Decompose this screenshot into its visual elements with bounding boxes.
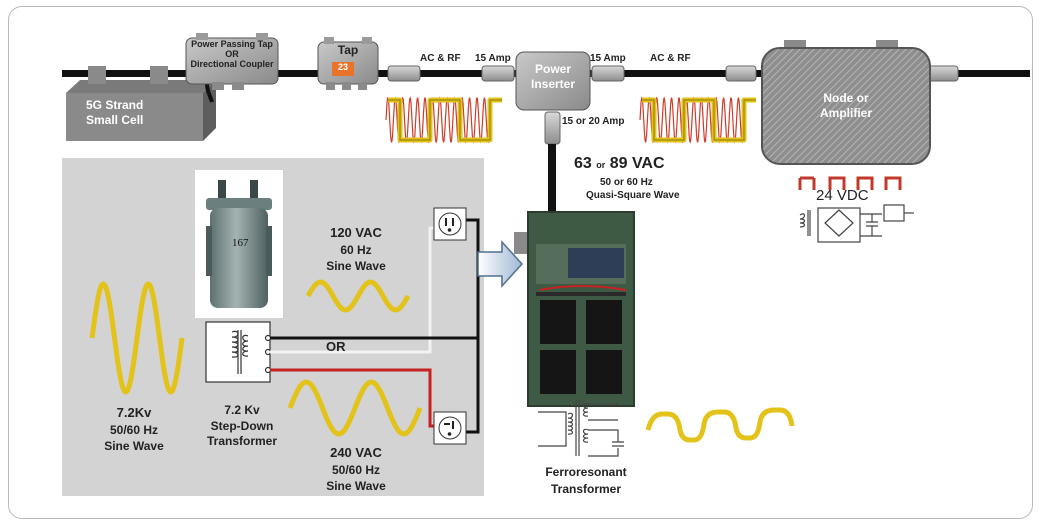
coupler-device [185,33,279,90]
stepdown-label: 7.2 Kv Step-Down Transformer [206,403,278,449]
ferro-label: Ferroresonant Transformer [545,465,627,496]
v240-label: 240 VAC 50/60 Hz Sine Wave [326,445,386,494]
v120-label: 120 VAC 60 Hz Sine Wave [326,225,386,274]
tap-value: 23 [337,62,348,72]
amp-right: 15 Amp [590,53,626,64]
arrow-to-cabinet [477,240,524,288]
stepdown-symbol [205,321,272,383]
small-cell-box [66,66,216,141]
coupler-label: Power Passing Tap OR Directional Coupler [190,39,274,69]
vdc-bracket [798,176,902,190]
vdc-label: 24 VDC [816,187,869,204]
transformer-number: 167 [232,237,249,249]
ac-rf-left: AC & RF [420,53,461,64]
node-label: Node or Amplifier [819,91,872,120]
outlet-120v [433,207,467,241]
power-supply-cabinet [514,211,635,407]
quasi-square-wave [645,407,795,443]
connectors [387,65,959,145]
ferroresonant-schematic [538,400,624,457]
vac-wave: Quasi-Square Wave [586,190,680,201]
tap-label: Tap [337,43,359,57]
kv72-label: 7.2Kv 50/60 Hz Sine Wave [104,405,164,454]
power-inserter [515,51,591,111]
rf-waves-right [639,96,756,144]
down-cable [548,144,556,214]
wave-120vac [305,279,411,313]
power-inserter-label: Power Inserter [530,62,576,91]
rectifier-schematic [799,204,914,243]
outlet-240v [433,411,467,445]
wave-7-2kv [89,281,185,395]
amp-down: 15 or 20 Amp [562,116,625,127]
vac-freq: 50 or 60 Hz [600,177,653,188]
node-amplifier [761,40,931,165]
vac-63-89-label: 63 or 89 VAC [574,155,665,172]
pole-transformer [195,170,283,318]
amp-left: 15 Amp [475,53,511,64]
tap-device [317,37,379,90]
wave-240vac [287,379,423,437]
rf-waves-left [385,96,502,144]
or-label: OR [326,339,346,354]
ac-rf-right: AC & RF [650,53,691,64]
small-cell-label: 5G Strand Small Cell [86,98,144,127]
